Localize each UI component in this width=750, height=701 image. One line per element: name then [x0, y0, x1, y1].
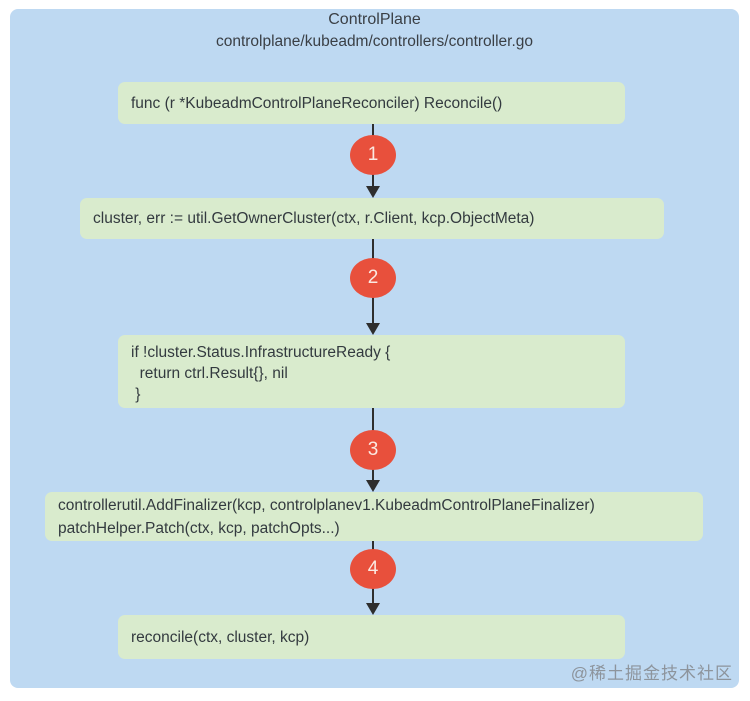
diagram-canvas: ControlPlane controlplane/kubeadm/contro…: [10, 9, 739, 688]
step-badge-3: 3: [350, 430, 396, 470]
flow-step-get-owner-cluster: cluster, err := util.GetOwnerCluster(ctx…: [80, 198, 664, 239]
code-line: return ctrl.Result{}, nil: [131, 365, 288, 382]
code-line: patchHelper.Patch(ctx, kcp, patchOpts...…: [58, 520, 340, 537]
flow-step-reconcile-func: func (r *KubeadmControlPlaneReconciler) …: [118, 82, 625, 124]
step-badge-1: 1: [350, 135, 396, 175]
step-badge-4: 4: [350, 549, 396, 589]
arrowhead-icon: [366, 603, 380, 615]
arrowhead-icon: [366, 186, 380, 198]
code-line: reconcile(ctx, cluster, kcp): [131, 628, 310, 646]
diagram-title: ControlPlane: [328, 11, 421, 28]
step-badge-2: 2: [350, 258, 396, 298]
code-line: if !cluster.Status.InfrastructureReady {: [131, 344, 391, 361]
watermark-text: @稀土掘金技术社区: [570, 664, 733, 683]
code-line: }: [131, 386, 141, 403]
arrowhead-icon: [366, 323, 380, 335]
diagram-subtitle: controlplane/kubeadm/controllers/control…: [215, 33, 534, 50]
flow-step-add-finalizer-patch: controllerutil.AddFinalizer(kcp, control…: [45, 492, 703, 541]
code-line: controllerutil.AddFinalizer(kcp, control…: [58, 497, 595, 514]
code-line: cluster, err := util.GetOwnerCluster(ctx…: [93, 210, 535, 227]
code-line: func (r *KubeadmControlPlaneReconciler) …: [131, 94, 503, 112]
flow-step-reconcile-call: reconcile(ctx, cluster, kcp): [118, 615, 625, 659]
flow-step-infrastructure-ready-check: if !cluster.Status.InfrastructureReady {…: [118, 335, 625, 408]
arrowhead-icon: [366, 480, 380, 492]
